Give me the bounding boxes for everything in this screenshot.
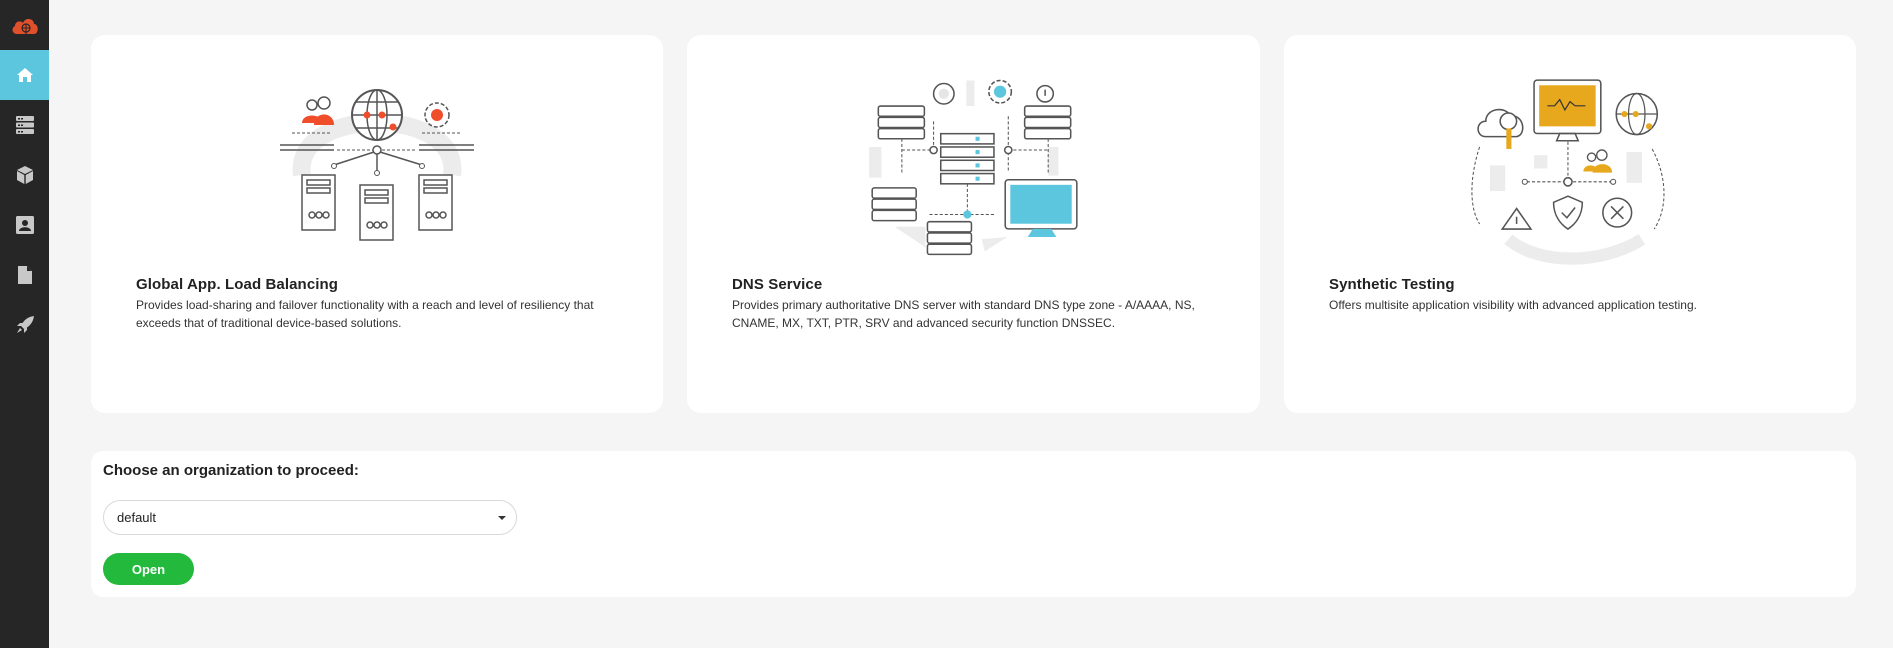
- card-description: Offers multisite application visibility …: [1329, 298, 1697, 312]
- card-description: Provides load-sharing and failover funct…: [136, 298, 594, 330]
- service-card-synthetic-testing[interactable]: Synthetic Testing Offers multisite appli…: [1284, 35, 1856, 413]
- chevron-down-icon: [498, 516, 506, 520]
- cloud-logo-icon: [12, 18, 38, 34]
- organization-label: Choose an organization to proceed:: [103, 462, 359, 479]
- service-card-load-balancing[interactable]: Global App. Load Balancing Provides load…: [91, 35, 663, 413]
- rocket-icon: [16, 316, 34, 333]
- sidebar-item-home[interactable]: [0, 50, 49, 100]
- organization-select[interactable]: default: [103, 500, 517, 535]
- load-balancing-illustration: [280, 89, 474, 241]
- sidebar-item-servers[interactable]: [0, 100, 49, 150]
- card-description: Provides primary authoritative DNS serve…: [732, 298, 1195, 330]
- server-stack-icon: [15, 116, 34, 134]
- cube-icon: [16, 166, 33, 184]
- contact-card-icon: [15, 216, 34, 234]
- service-card-dns[interactable]: DNS Service Provides primary authoritati…: [687, 35, 1260, 413]
- organization-panel: Choose an organization to proceed: defau…: [91, 451, 1856, 597]
- dns-service-illustration: [868, 79, 1078, 256]
- synthetic-testing-illustration: [1471, 79, 1665, 265]
- document-icon: [17, 266, 32, 284]
- card-title: DNS Service: [732, 276, 823, 293]
- sidebar-item-documents[interactable]: [0, 250, 49, 300]
- app-logo[interactable]: [0, 0, 49, 49]
- open-button[interactable]: Open: [103, 553, 194, 585]
- card-title: Synthetic Testing: [1329, 276, 1455, 293]
- sidebar-item-deploy[interactable]: [0, 300, 49, 350]
- sidebar-item-packages[interactable]: [0, 150, 49, 200]
- organization-selected-value: default: [117, 510, 157, 525]
- sidebar: [0, 0, 49, 648]
- card-title: Global App. Load Balancing: [136, 276, 339, 293]
- home-icon: [16, 68, 33, 82]
- sidebar-item-contacts[interactable]: [0, 200, 49, 250]
